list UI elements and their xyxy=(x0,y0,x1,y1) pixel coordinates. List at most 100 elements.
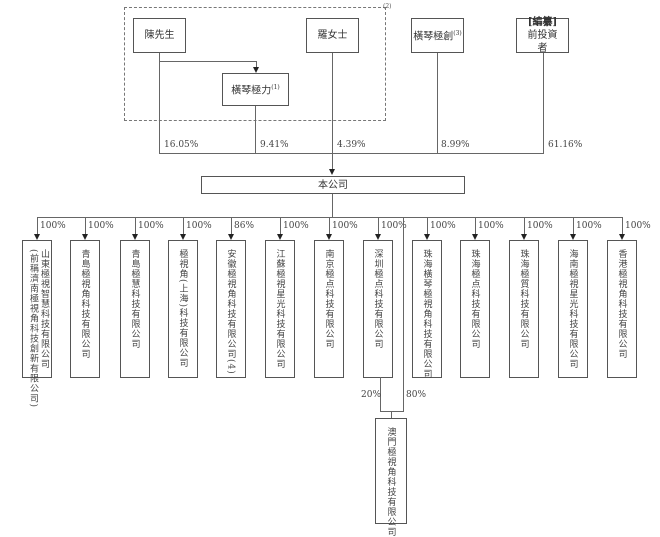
subsidiary-name: 安徽極視角科技有限公司(4) xyxy=(225,249,236,375)
connector xyxy=(543,53,544,153)
connector xyxy=(329,217,330,235)
connector xyxy=(437,53,438,153)
connector xyxy=(391,411,392,418)
shareholder-name: 橫琴極力 xyxy=(231,85,272,97)
connector xyxy=(380,411,404,412)
ownership-pct: 8.99% xyxy=(441,140,470,150)
arrow-icon xyxy=(326,234,332,240)
shareholder-name: 陳先生 xyxy=(144,30,175,41)
connector xyxy=(183,217,184,235)
arrow-icon xyxy=(424,234,430,240)
shareholder-name: 羅女士 xyxy=(317,30,348,41)
shareholder-hengqin-jichuang[interactable]: 橫琴極創(3) xyxy=(411,18,464,53)
footnote-marker: (1) xyxy=(271,84,280,92)
redacted-label: [編纂] xyxy=(527,17,558,28)
subsidiary-name: 青島極視角科技有限公司 xyxy=(79,249,90,359)
subsidiary-box[interactable]: 香港極視角科技有限公司 xyxy=(607,240,637,378)
group-note: (2) xyxy=(383,3,392,10)
arrow-icon xyxy=(180,234,186,240)
subsidiary-box[interactable]: 安徽極視角科技有限公司(4) xyxy=(216,240,246,378)
shareholder-name: 前投資者 xyxy=(527,30,558,54)
ownership-pct: 4.39% xyxy=(337,140,366,150)
connector xyxy=(37,217,38,235)
arrow-icon xyxy=(521,234,527,240)
subsidiary-name: 深圳極点科技有限公司 xyxy=(372,249,383,349)
connector xyxy=(378,217,379,235)
subsidiary-name: 極視角(上海)科技有限公司 xyxy=(177,249,188,369)
ownership-pct: 100% xyxy=(40,221,66,231)
arrow-icon xyxy=(34,234,40,240)
connector xyxy=(256,61,257,68)
connector xyxy=(332,194,333,217)
connector xyxy=(159,53,160,153)
subsidiary-box[interactable]: 珠海極点科技有限公司 xyxy=(460,240,490,378)
arrow-icon xyxy=(132,234,138,240)
ownership-pct: 100% xyxy=(576,221,602,231)
shareholder-name: 橫琴極創 xyxy=(413,31,454,43)
connector xyxy=(403,217,404,411)
shareholder-chen[interactable]: 陳先生 xyxy=(133,18,186,53)
connector xyxy=(524,217,525,235)
connector xyxy=(332,53,333,170)
subsidiary-name: 江蘇極視星光科技有限公司 xyxy=(274,249,285,369)
joint-subsidiary-macau[interactable]: 澳門極視角科技有限公司 xyxy=(375,418,407,537)
connector xyxy=(573,217,574,235)
subsidiary-box[interactable]: 海南極視星光科技有限公司 xyxy=(558,240,588,378)
connector xyxy=(280,217,281,235)
shareholder-pre-investors[interactable]: [編纂] 前投資者 xyxy=(516,17,569,54)
subsidiary-box[interactable]: 珠海極質科技有限公司 xyxy=(509,240,539,378)
ownership-pct: 100% xyxy=(625,221,651,231)
shareholder-luo[interactable]: 羅女士 xyxy=(306,18,359,53)
connector xyxy=(85,217,86,235)
ownership-pct: 16.05% xyxy=(164,140,199,150)
subsidiary-name: 澳門極視角科技有限公司 xyxy=(385,427,396,537)
subsidiary-box[interactable]: 青島極慧科技有限公司 xyxy=(120,240,150,378)
subsidiary-box[interactable]: 深圳極点科技有限公司 xyxy=(363,240,393,378)
ownership-pct: 61.16% xyxy=(548,140,583,150)
shareholder-hengqin-jili[interactable]: 橫琴極力(1) xyxy=(222,73,289,106)
arrow-icon xyxy=(375,234,381,240)
arrow-icon xyxy=(619,234,625,240)
ownership-pct: 100% xyxy=(332,221,358,231)
connector xyxy=(255,106,256,153)
subsidiary-box[interactable]: 南京極点科技有限公司 xyxy=(314,240,344,378)
ownership-pct: 100% xyxy=(430,221,456,231)
ownership-pct: 100% xyxy=(381,221,407,231)
arrow-icon xyxy=(277,234,283,240)
ownership-pct: 100% xyxy=(186,221,212,231)
connector xyxy=(159,61,257,62)
ownership-pct: 86% xyxy=(234,221,255,231)
connector xyxy=(135,217,136,235)
connector xyxy=(231,217,232,235)
subsidiary-box[interactable]: 珠海橫琴極視角科技有限公司 xyxy=(412,240,442,379)
subsidiary-former-name: (前稱濟南極視角科技創新有限公司) xyxy=(28,249,38,409)
subsidiary-box[interactable]: (前稱濟南極視角科技創新有限公司)山東極視智慧科技有限公司 xyxy=(22,240,52,408)
ownership-pct: 20% xyxy=(361,390,382,400)
subsidiary-name: 香港極視角科技有限公司 xyxy=(616,249,627,359)
ownership-pct: 100% xyxy=(283,221,309,231)
arrow-icon xyxy=(329,169,335,175)
ownership-pct: 100% xyxy=(88,221,114,231)
company-name: 本公司 xyxy=(318,179,348,191)
connector xyxy=(475,217,476,235)
arrow-icon xyxy=(570,234,576,240)
company-box[interactable]: 本公司 xyxy=(201,176,465,194)
subsidiary-name: 山東極視智慧科技有限公司 xyxy=(39,249,49,369)
subsidiary-box[interactable]: 極視角(上海)科技有限公司 xyxy=(168,240,198,378)
ownership-pct: 100% xyxy=(138,221,164,231)
connector xyxy=(380,377,381,411)
connector xyxy=(159,153,544,154)
ownership-pct: 9.41% xyxy=(260,140,289,150)
subsidiary-name: 海南極視星光科技有限公司 xyxy=(567,249,578,369)
subsidiary-name: 珠海橫琴極視角科技有限公司 xyxy=(421,249,432,379)
connector xyxy=(427,217,428,235)
subsidiary-name: 青島極慧科技有限公司 xyxy=(129,249,140,349)
arrow-icon xyxy=(228,234,234,240)
subsidiary-name: 珠海極点科技有限公司 xyxy=(469,249,480,349)
connector xyxy=(622,217,623,235)
ownership-pct: 100% xyxy=(478,221,504,231)
subsidiary-box[interactable]: 江蘇極視星光科技有限公司 xyxy=(265,240,295,378)
subsidiary-box[interactable]: 青島極視角科技有限公司 xyxy=(70,240,100,378)
subsidiary-name: 南京極点科技有限公司 xyxy=(323,249,334,349)
arrow-icon xyxy=(472,234,478,240)
